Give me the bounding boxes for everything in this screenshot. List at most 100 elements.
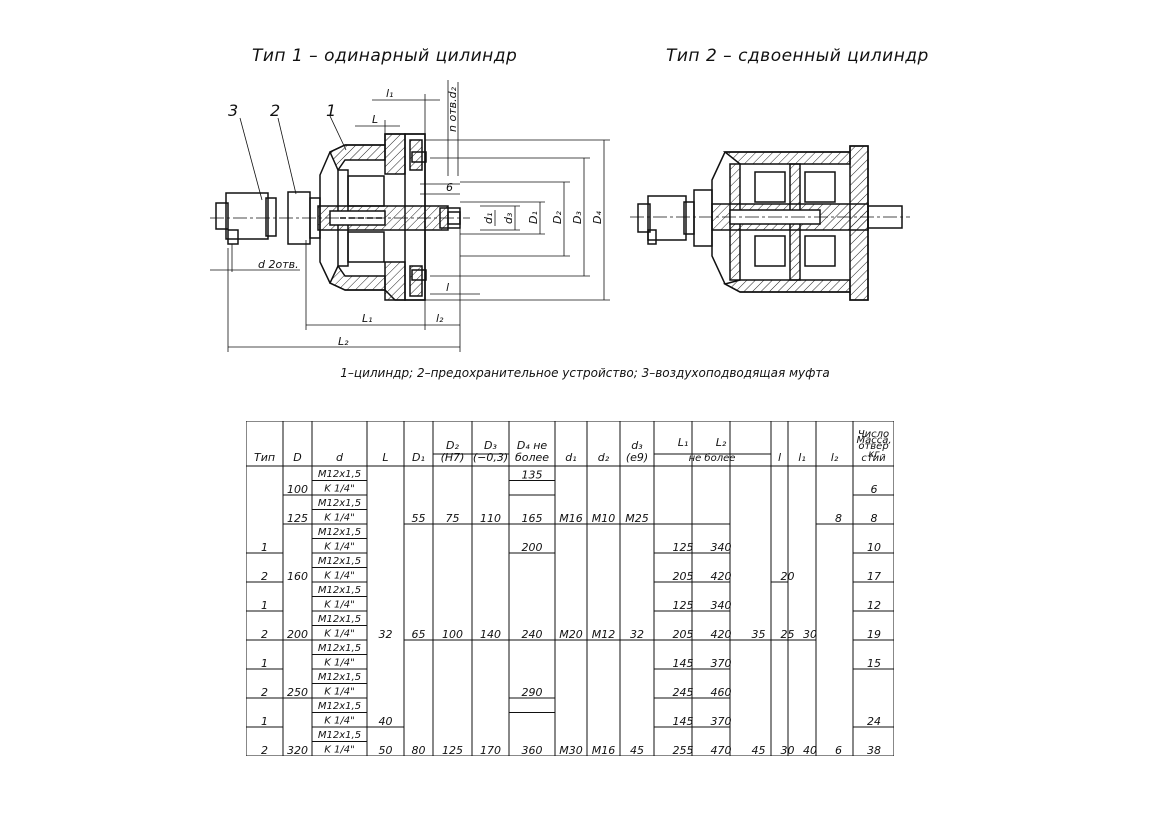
col10-cell: M25 xyxy=(625,512,649,525)
header-col-17: стий xyxy=(861,453,886,464)
tip-cell: 1 xyxy=(261,599,268,612)
col6-cell: 140 xyxy=(480,628,501,641)
label-six: 6 xyxy=(446,181,453,194)
tip-cell: 2 xyxy=(261,628,268,641)
D4-cell: 165 xyxy=(522,512,543,525)
L2-cell: 370 xyxy=(711,657,732,670)
L2-cell: 340 xyxy=(711,541,732,554)
double-cylinder-drawing xyxy=(630,145,910,301)
L1-cell: 145 xyxy=(673,715,694,728)
mass-cell: 15 xyxy=(867,657,881,670)
col8-cell: M30 xyxy=(559,744,583,756)
label-L: L xyxy=(372,113,378,126)
col6-cell: 110 xyxy=(480,512,501,525)
l-cell: 45 xyxy=(752,744,766,756)
thread-cell: K 1/4" xyxy=(324,542,354,553)
col5-cell: 75 xyxy=(446,512,460,525)
header-col-9: d₂ xyxy=(598,451,610,464)
D-cell: 125 xyxy=(287,512,308,525)
thread-cell: K 1/4" xyxy=(324,513,354,524)
type1-title: Тип 1 – одинарный цилиндр xyxy=(252,46,518,66)
mass-cell: 8 xyxy=(871,512,878,525)
thread-cell: K 1/4" xyxy=(324,571,354,582)
D4-cell: 360 xyxy=(522,744,543,756)
mass-cell: 10 xyxy=(867,541,881,554)
L1-cell: 145 xyxy=(673,657,694,670)
l-cell: 35 xyxy=(752,628,766,641)
tip-cell: 2 xyxy=(261,744,268,756)
label-part3: 3 xyxy=(228,101,238,120)
label-d1: d₁ xyxy=(482,213,495,224)
L-cell: 40 xyxy=(379,715,393,728)
type2-title: Тип 2 – сдвоенный цилиндр xyxy=(666,46,929,66)
header-col-14: l xyxy=(778,451,781,464)
D-cell: 200 xyxy=(287,628,308,641)
mass-cell: 24 xyxy=(867,715,881,728)
header-col-17: отвер xyxy=(858,441,888,452)
D4-cell: 240 xyxy=(522,628,543,641)
header-col-15: l₁ xyxy=(798,451,805,464)
L-cell: 32 xyxy=(379,628,393,641)
label-d3: d₃ xyxy=(502,212,515,224)
thread-cell: M12x1,5 xyxy=(318,556,361,567)
mass-cell: 17 xyxy=(867,570,881,583)
L1-cell: 205 xyxy=(673,570,694,583)
col4-cell: 55 xyxy=(412,512,426,525)
header-col-7: более xyxy=(515,451,549,464)
header-col-7: D₄ не xyxy=(517,439,548,452)
col6-cell: 170 xyxy=(480,744,501,756)
D4-cell: 135 xyxy=(522,469,543,482)
legend-caption: 1–цилиндр; 2–предохранительное устройств… xyxy=(340,366,830,380)
col10-cell: 32 xyxy=(630,628,644,641)
col5-cell: 100 xyxy=(442,628,463,641)
D4-cell: 290 xyxy=(522,686,543,699)
col9-cell: M10 xyxy=(592,512,616,525)
L1-cell: 125 xyxy=(673,599,694,612)
n-cell: 8 xyxy=(835,512,842,525)
header-col-10: d₃ xyxy=(631,439,643,452)
thread-cell: M12x1,5 xyxy=(318,672,361,683)
D-cell: 250 xyxy=(287,686,308,699)
D-cell: 320 xyxy=(287,744,308,756)
col9-cell: M12 xyxy=(592,628,616,641)
thread-cell: M12x1,5 xyxy=(318,701,361,712)
n-cell: 6 xyxy=(835,744,842,756)
thread-cell: M12x1,5 xyxy=(318,614,361,625)
header-col-5: D₂ xyxy=(446,439,459,452)
thread-cell: K 1/4" xyxy=(324,658,354,669)
label-l1: l₁ xyxy=(386,87,393,100)
L1-cell: 245 xyxy=(673,686,694,699)
L2-cell: 370 xyxy=(711,715,732,728)
l2-cell: 30 xyxy=(803,628,817,641)
L2-cell: 420 xyxy=(711,570,732,583)
label-n-holes: n отв.d₂ xyxy=(446,86,459,132)
tip-cell: 1 xyxy=(261,657,268,670)
l1-cell: 25 xyxy=(781,628,795,641)
L2-cell: 340 xyxy=(711,599,732,612)
header-col-6: (−0,3) xyxy=(473,451,508,464)
L1-cell: 125 xyxy=(673,541,694,554)
label-l2: l₂ xyxy=(436,312,444,325)
thread-cell: M12x1,5 xyxy=(318,498,361,509)
L1-cell: 255 xyxy=(673,744,694,756)
label-D3: D₃ xyxy=(571,211,584,224)
thread-cell: K 1/4" xyxy=(324,629,354,640)
header-col-2: d xyxy=(336,451,344,464)
tip-cell: 2 xyxy=(261,686,268,699)
thread-cell: M12x1,5 xyxy=(318,643,361,654)
coupling-body xyxy=(225,192,269,240)
label-L2: L₂ xyxy=(338,335,349,348)
thread-cell: K 1/4" xyxy=(324,716,354,727)
header-col-17: Число xyxy=(858,429,889,440)
D-cell: 100 xyxy=(287,483,308,496)
header-col-4: D₁ xyxy=(412,451,425,464)
label-L1: L₁ xyxy=(362,312,373,325)
col8-cell: M16 xyxy=(559,512,583,525)
thread-cell: M12x1,5 xyxy=(318,527,361,538)
col5-cell: 125 xyxy=(442,744,463,756)
header-col-5: (H7) xyxy=(441,451,465,464)
label-part1: 1 xyxy=(326,101,336,120)
l1-cell: 20 xyxy=(781,570,795,583)
thread-cell: K 1/4" xyxy=(324,745,354,756)
tip-cell: 2 xyxy=(261,570,268,583)
